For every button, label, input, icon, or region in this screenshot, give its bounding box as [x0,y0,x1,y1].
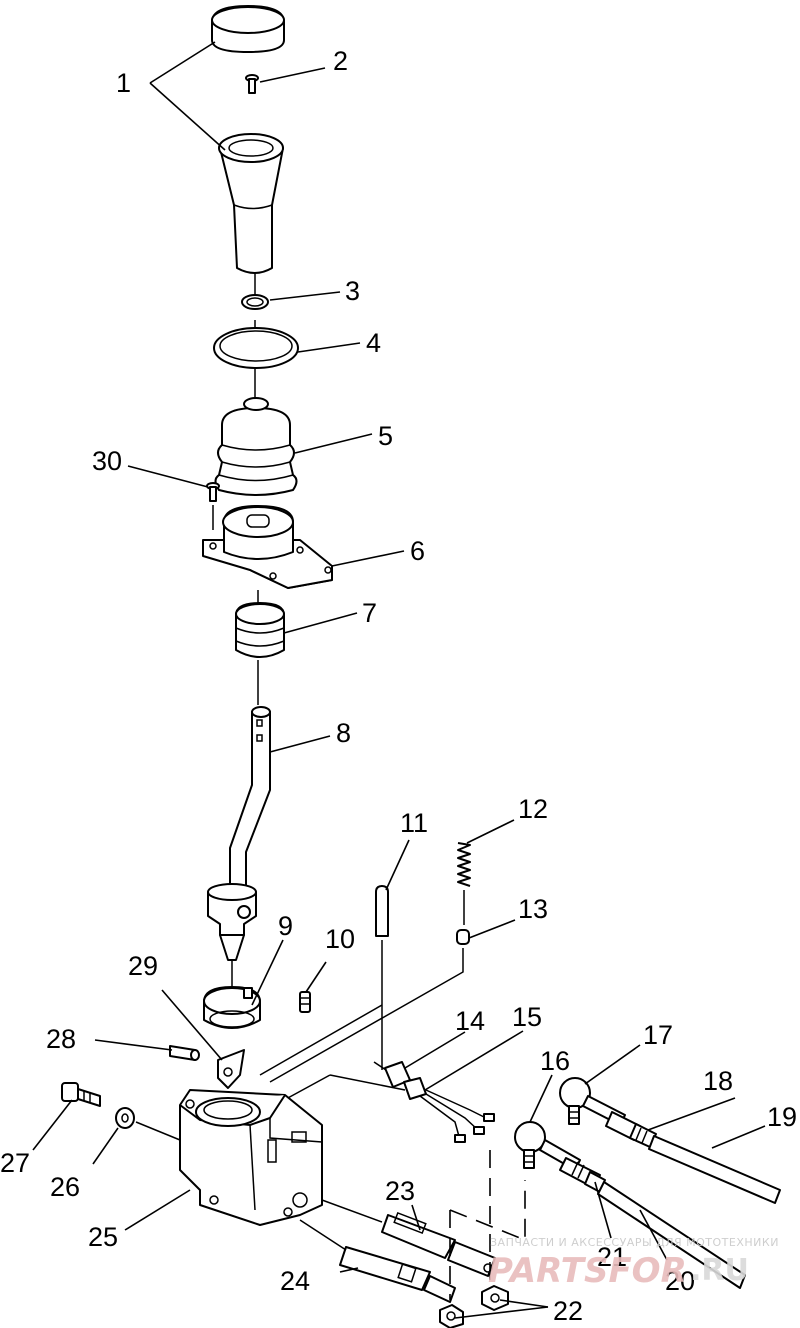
set-screw-small [299,991,311,1013]
callout-27: 27 [0,1148,30,1178]
knob-screw [245,74,259,94]
shift-lever [207,706,271,961]
washer [115,1107,181,1141]
callout-23: 23 [385,1176,415,1206]
callout-14: 14 [455,1006,485,1036]
shift-bushing [235,602,285,658]
shift-knob-cap [211,5,285,53]
housing-screw [206,482,220,530]
callout-26: 26 [50,1172,80,1202]
upper-shift-cable [605,1111,781,1204]
callout-2: 2 [333,46,348,76]
shifter-boot [214,397,298,496]
watermark-subtitle: ЗАПЧАСТИ И АКСЕССУАРЫ ДЛЯ МОТОТЕХНИКИ [490,1236,779,1249]
ball-joint-lower [514,1121,581,1171]
pivot-cup [203,986,261,1029]
shift-rod-lower [299,1219,456,1303]
callout-20: 20 [665,1266,695,1296]
callout-28: 28 [46,1024,76,1054]
callout-16: 16 [540,1046,570,1076]
pivot-bolt [61,1082,101,1107]
callout-labels: 1 2 3 4 5 30 6 7 8 11 12 13 9 10 29 28 1… [0,46,797,1326]
retaining-ring [241,294,269,310]
callout-8: 8 [336,718,351,748]
detent-pin [375,885,389,1070]
callout-22: 22 [553,1296,583,1326]
dashed-assembly-lines [449,1150,526,1300]
callout-18: 18 [703,1066,733,1096]
partsfor-watermark: ЗАПЧАСТИ И АКСЕССУАРЫ ДЛЯ МОТОТЕХНИКИ PA… [488,1236,779,1291]
callout-9: 9 [278,911,293,941]
lock-nuts [439,1285,509,1328]
callout-17: 17 [643,1020,673,1050]
callout-11: 11 [400,808,428,838]
callout-13: 13 [518,894,548,924]
shift-detent-clip [217,1049,245,1089]
boot-clamp-ring [213,327,299,369]
callout-19: 19 [767,1102,797,1132]
callout-10: 10 [325,924,355,954]
watermark-brand: PARTSFOR [488,1251,687,1291]
callout-12: 12 [518,794,548,824]
shifter-top-housing [202,505,333,589]
shift-knob-body [218,133,284,274]
callout-7: 7 [362,598,377,628]
callout-3: 3 [345,276,360,306]
detent-spring [457,842,471,925]
callout-21: 21 [597,1242,627,1272]
roll-pin [169,1045,200,1061]
detent-ball [269,929,470,1083]
lower-shift-cable [559,1157,746,1289]
callout-24: 24 [280,1266,310,1296]
shift-rod-upper [321,1199,496,1277]
watermark-domain: .RU [690,1253,749,1288]
callout-25: 25 [88,1222,118,1252]
callout-15: 15 [512,1002,542,1032]
callout-1: 1 [116,68,131,98]
callout-6: 6 [410,536,425,566]
callout-5: 5 [378,421,393,451]
leader-lines [32,41,766,1319]
callout-4: 4 [366,328,381,358]
shifter-base-housing [179,1089,323,1226]
switch-wire-harness [329,1074,495,1143]
callout-30: 30 [92,446,122,476]
callout-29: 29 [128,951,158,981]
assembly-line-a [259,1004,383,1076]
